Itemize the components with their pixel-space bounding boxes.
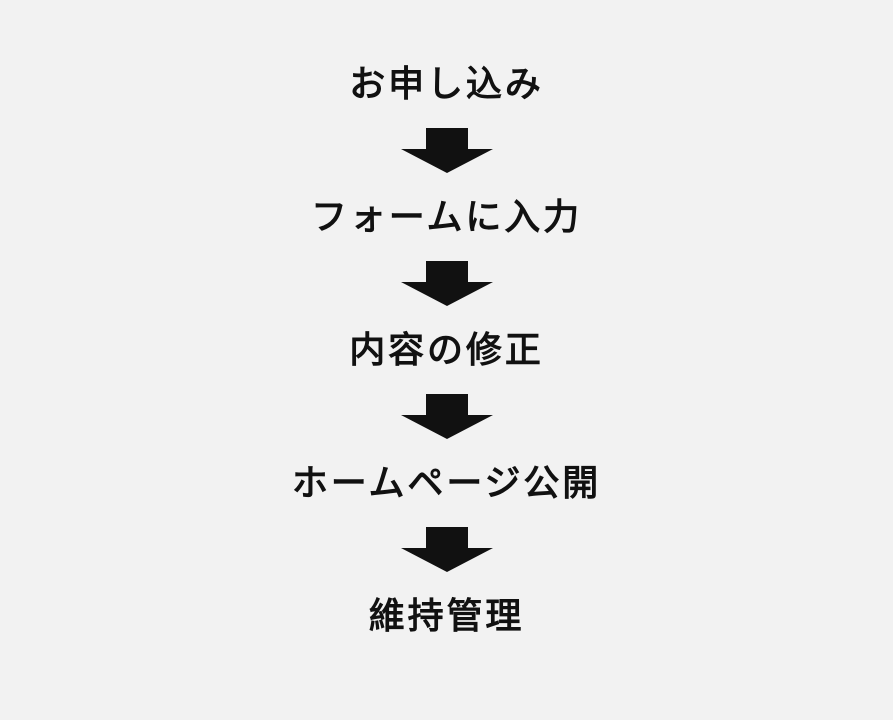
flow-step-label-1: お申し込み (349, 63, 544, 104)
flow-step-label-5: 維持管理 (368, 595, 525, 636)
arrow-down-icon (400, 527, 493, 572)
flow-step-label-2: フォームに入力 (310, 196, 583, 237)
flow-step-label-4: ホームページ公開 (291, 462, 602, 503)
arrow-down-icon (400, 128, 493, 173)
flow-column: お申し込み フォームに入力 内容の修正 ホームページ公開 維持管理 (0, 62, 893, 638)
arrow-down-icon (400, 394, 493, 439)
arrow-down-icon (400, 261, 493, 306)
flow-step-label-3: 内容の修正 (349, 329, 544, 370)
